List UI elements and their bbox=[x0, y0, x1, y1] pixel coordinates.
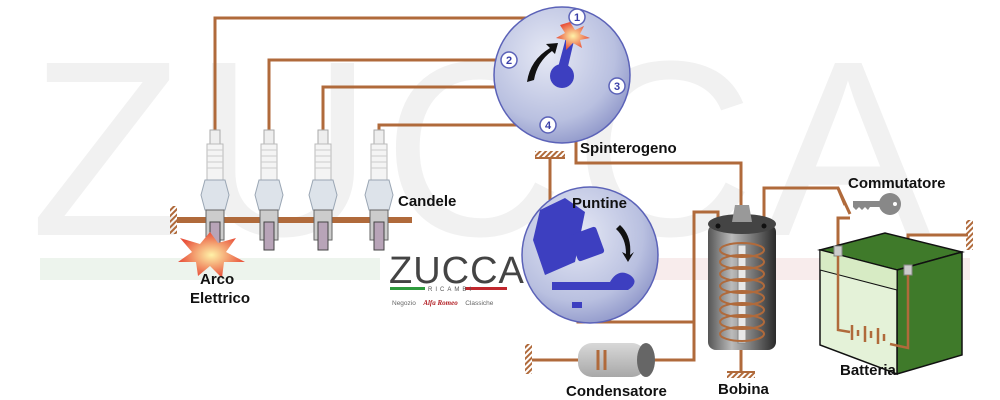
key-icon bbox=[853, 193, 901, 215]
coil-ground-hatch bbox=[727, 372, 755, 378]
logo-flag-red bbox=[465, 287, 507, 290]
terminal-2: 2 bbox=[500, 51, 518, 69]
svg-text:3: 3 bbox=[614, 81, 620, 93]
zucca-logo: ZUCCA RICAMBI Negozio Alfa Romeo Classic… bbox=[389, 250, 525, 309]
condenser bbox=[525, 343, 655, 377]
logo-tagline: Negozio Alfa Romeo Classiche bbox=[392, 292, 494, 309]
battery-cells bbox=[836, 256, 910, 350]
ignition-switch bbox=[836, 187, 901, 215]
points-spring bbox=[552, 272, 635, 290]
terminal-1: 1 bbox=[568, 8, 586, 26]
label-distributor: Spinterogeno bbox=[580, 140, 677, 157]
condenser-ground-hatch bbox=[525, 344, 532, 374]
coil-tower bbox=[732, 205, 752, 222]
battery-terminal-neg bbox=[903, 264, 913, 276]
switch-lever bbox=[836, 187, 852, 215]
coil-top bbox=[708, 214, 776, 234]
terminal-4: 4 bbox=[539, 116, 557, 134]
points-breaker-arm bbox=[533, 198, 585, 275]
svg-text:1: 1 bbox=[574, 12, 580, 24]
logo-subtitle: RICAMBI bbox=[428, 287, 474, 293]
spark-plug-4 bbox=[364, 129, 394, 251]
svg-text:4: 4 bbox=[545, 120, 552, 132]
contact-points bbox=[521, 151, 659, 324]
label-ignition-switch: Commutatore bbox=[848, 175, 946, 192]
watermark-text: ZUCCA bbox=[30, 9, 941, 288]
battery bbox=[817, 220, 973, 376]
condenser-end bbox=[637, 343, 655, 377]
spark-plug-1 bbox=[200, 129, 230, 251]
wire-switch-battery bbox=[836, 216, 850, 245]
label-arc-line2: Elettrico bbox=[190, 290, 250, 307]
rotor-hub bbox=[550, 64, 574, 88]
points-cam bbox=[569, 226, 605, 262]
rotation-arrow-icon bbox=[527, 43, 558, 82]
spark-plug-2 bbox=[254, 129, 284, 251]
label-battery: Batteria bbox=[840, 362, 897, 379]
spark-plug-3 bbox=[308, 129, 338, 251]
ground-hatch bbox=[170, 206, 177, 234]
logo-flag-green bbox=[390, 287, 425, 290]
svg-text:2: 2 bbox=[506, 55, 512, 67]
wire-plug1 bbox=[213, 16, 566, 135]
watermark-stripe-green bbox=[40, 258, 380, 280]
logo-name: ZUCCA bbox=[389, 250, 525, 292]
label-condenser: Condensatore bbox=[566, 383, 667, 400]
battery-terminal-pos bbox=[833, 245, 843, 257]
rotor-spark-icon bbox=[556, 22, 590, 50]
points-ground-hatch bbox=[535, 151, 565, 157]
coil-winding bbox=[719, 242, 765, 342]
label-points: Puntine bbox=[572, 195, 627, 212]
ignition-coil bbox=[708, 205, 776, 378]
terminal-3: 3 bbox=[608, 77, 626, 95]
spark-burst-icon bbox=[178, 232, 245, 278]
label-coil: Bobina bbox=[718, 381, 769, 398]
wire-plug2 bbox=[267, 58, 502, 135]
distributor: 1 2 3 4 bbox=[493, 6, 631, 144]
points-rotation-arrow-icon bbox=[616, 225, 634, 262]
condenser-body bbox=[578, 343, 646, 377]
battery-ground-hatch bbox=[966, 220, 973, 250]
label-arc-line1: Arco bbox=[200, 271, 234, 288]
spark-plugs bbox=[178, 129, 394, 278]
label-spark-plugs: Candele bbox=[398, 193, 456, 210]
